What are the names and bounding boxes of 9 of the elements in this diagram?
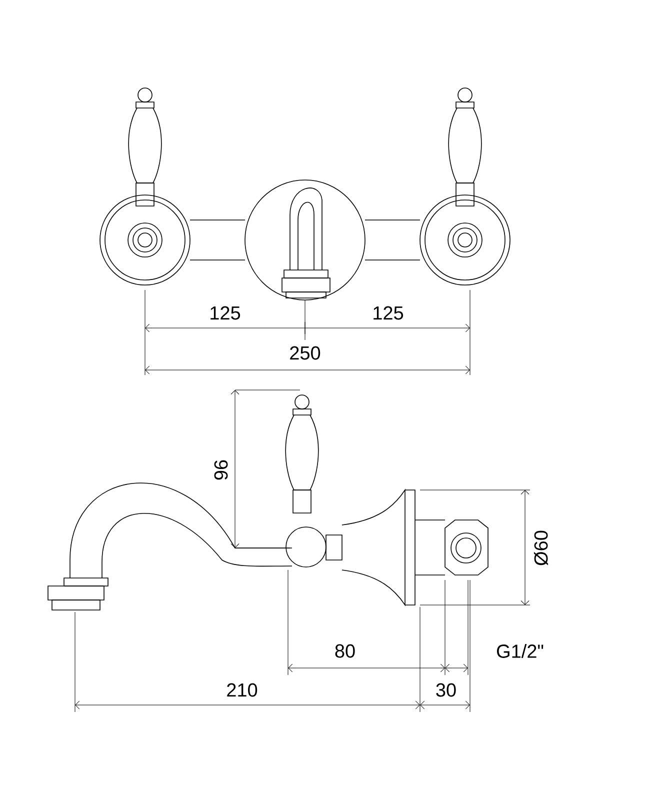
dimension-label: 30 <box>436 683 456 697</box>
dimension-label: 80 <box>335 644 355 658</box>
dimension-label: 125 <box>210 306 240 320</box>
dimension-label: 250 <box>290 346 320 360</box>
dimension-label: Ø60 <box>534 530 548 566</box>
dimension-label: 210 <box>227 683 258 697</box>
dimension-label: G1/2" <box>497 644 544 658</box>
dimension-label: 96 <box>214 460 228 480</box>
dimension-label: 125 <box>374 306 404 320</box>
